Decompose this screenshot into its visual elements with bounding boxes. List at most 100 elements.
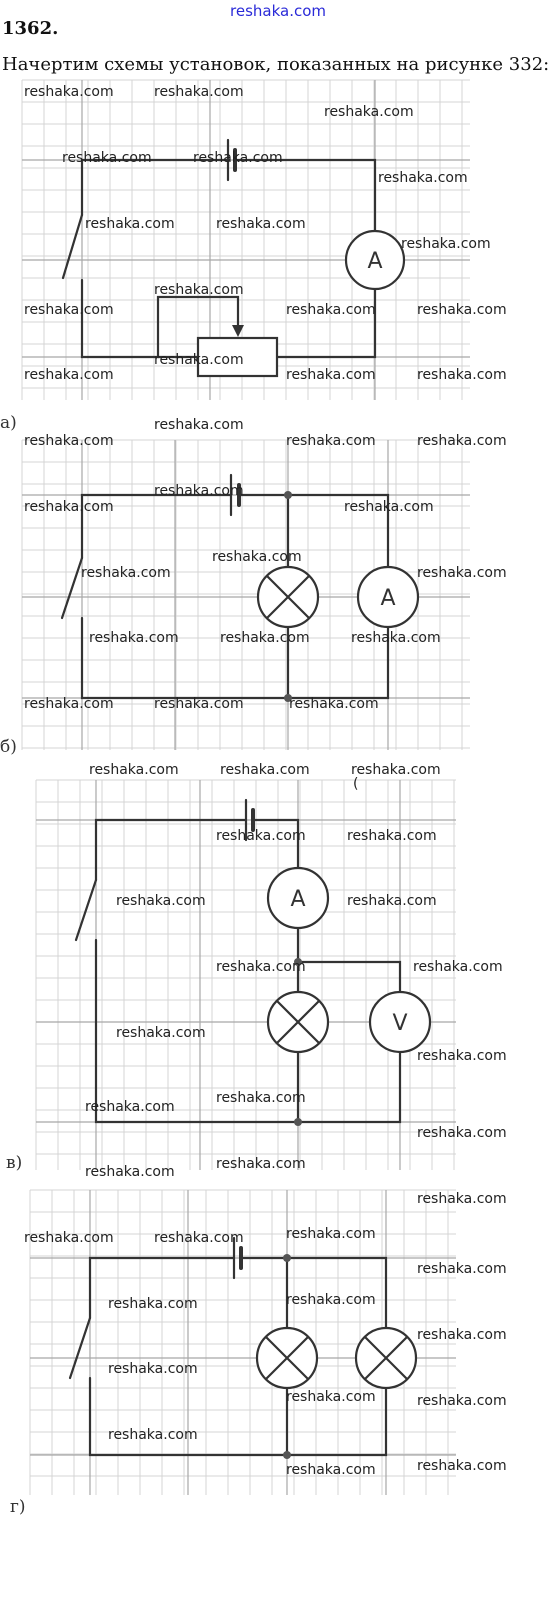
watermark-text: reshaka.com [24,367,114,383]
watermark-text: reshaka.com [116,1025,206,1041]
svg-text:V: V [392,1011,407,1036]
panel-label-c: в) [6,1153,22,1173]
watermark-text: reshaka.com [417,1393,507,1409]
battery-d [232,1236,243,1280]
watermark-text: reshaka.com [108,1361,198,1377]
svg-text:A: A [290,887,305,912]
watermark-text: reshaka.com [351,762,441,778]
watermark-text: reshaka.com [413,959,503,975]
watermark-text: reshaka.com [24,1230,114,1246]
watermark-text: reshaka.com [378,170,468,186]
battery-a [226,138,237,182]
panel-label-b: б) [0,737,17,757]
problem-number-digits: 1362 [2,18,53,39]
panel-label-d: г) [10,1497,26,1517]
watermark-text: reshaka.com [417,302,507,318]
junction-dot-b-top [284,491,292,499]
watermark-text: reshaka.com [24,696,114,712]
problem-number-dot: . [52,18,59,39]
lamp-c [266,990,330,1054]
watermark-text: reshaka.com [154,483,244,499]
battery-b [229,473,241,517]
junction-dot-d-bottom [283,1451,291,1459]
watermark-text: reshaka.com [286,367,376,383]
ammeter-a: A [344,229,406,291]
junction-dot-c-bottom [294,1118,302,1126]
watermark-text: reshaka.com [286,1389,376,1405]
watermark-text: reshaka.com [89,762,179,778]
voltmeter-c: V [368,990,432,1054]
watermark-text: reshaka.com [347,828,437,844]
circuit-diagram-d: г) [10,1189,456,1517]
battery-c [244,798,255,842]
watermark-text: reshaka.com [108,1427,198,1443]
switch-b [60,556,84,620]
lamp-b [256,565,320,629]
watermark-text: reshaka.com [216,1090,306,1106]
watermark-text: reshaka.com [220,630,310,646]
watermark-text: reshaka.com [85,1164,175,1180]
lamp-d-1 [255,1326,319,1390]
watermark-text: reshaka.com [154,1230,244,1246]
watermark-text: reshaka.com [81,565,171,581]
watermark-text: reshaka.com [24,302,114,318]
watermark-text: reshaka.com [417,1327,507,1343]
watermark-text: reshaka.com [401,236,491,252]
junction-dot-b-bottom [284,694,292,702]
watermark-text: reshaka.com [193,150,283,166]
watermark-text: reshaka.com [24,499,114,515]
circuit-diagram-a: A а) [0,79,470,433]
ammeter-c: A [266,866,330,930]
watermark-text: reshaka.com [417,1125,507,1141]
watermark-text: reshaka.com [216,959,306,975]
grid-c [35,779,456,1170]
watermark-text: reshaka.com [154,282,244,298]
ammeter-b: A [356,565,420,629]
watermark-text: reshaka.com [417,1048,507,1064]
watermark-text: reshaka.com [85,216,175,232]
watermark-text: reshaka.com [220,762,310,778]
circuit-diagram-c: A V в) [6,779,456,1173]
watermark-text: reshaka.com [24,84,114,100]
watermark-text: reshaka.com [347,893,437,909]
watermark-text: reshaka.com [417,367,507,383]
wires-c [94,818,402,1124]
watermark-text: reshaka.com [154,352,244,368]
panel-label-a: а) [0,413,17,433]
junction-dot-c-top [294,958,302,966]
watermark-text: reshaka.com [212,549,302,565]
watermark-text: reshaka.com [286,1292,376,1308]
watermark-text: reshaka.com [417,433,507,449]
site-header-link[interactable]: reshaka.com [230,2,326,20]
watermark-text: reshaka.com [417,1191,507,1207]
svg-text:A: A [380,586,395,611]
watermark-text: reshaka.com [417,565,507,581]
watermark-text: reshaka.com [154,84,244,100]
circuit-diagram-b: A б) [0,439,470,757]
watermark-text: reshaka.com [286,1226,376,1242]
switch-a [61,213,84,280]
watermark-text: reshaka.com [417,1261,507,1277]
wires-d [88,1256,388,1457]
junction-dot-d-top [283,1254,291,1262]
watermark-text: reshaka.com [417,1458,507,1474]
watermark-text: reshaka.com [216,828,306,844]
watermark-text: reshaka.com [108,1296,198,1312]
watermark-text: reshaka.com [62,150,152,166]
wires-a [80,158,377,359]
watermark-text: reshaka.com [324,104,414,120]
rheostat-a [196,336,279,378]
stray-mark: ( [353,776,359,792]
watermark-text: reshaka.com [286,433,376,449]
problem-intro-text: Начертим схемы установок, показанных на … [2,54,550,75]
watermark-text: reshaka.com [289,696,379,712]
watermark-text: reshaka.com [286,1462,376,1478]
watermark-text: reshaka.com [216,1156,306,1172]
watermark-text: reshaka.com [344,499,434,515]
switch-d [68,1316,92,1380]
watermark-text: reshaka.com [154,417,244,433]
watermark-text: reshaka.com [286,302,376,318]
watermark-text: reshaka.com [116,893,206,909]
watermark-text: reshaka.com [154,696,244,712]
problem-number: 1362. [2,18,58,39]
